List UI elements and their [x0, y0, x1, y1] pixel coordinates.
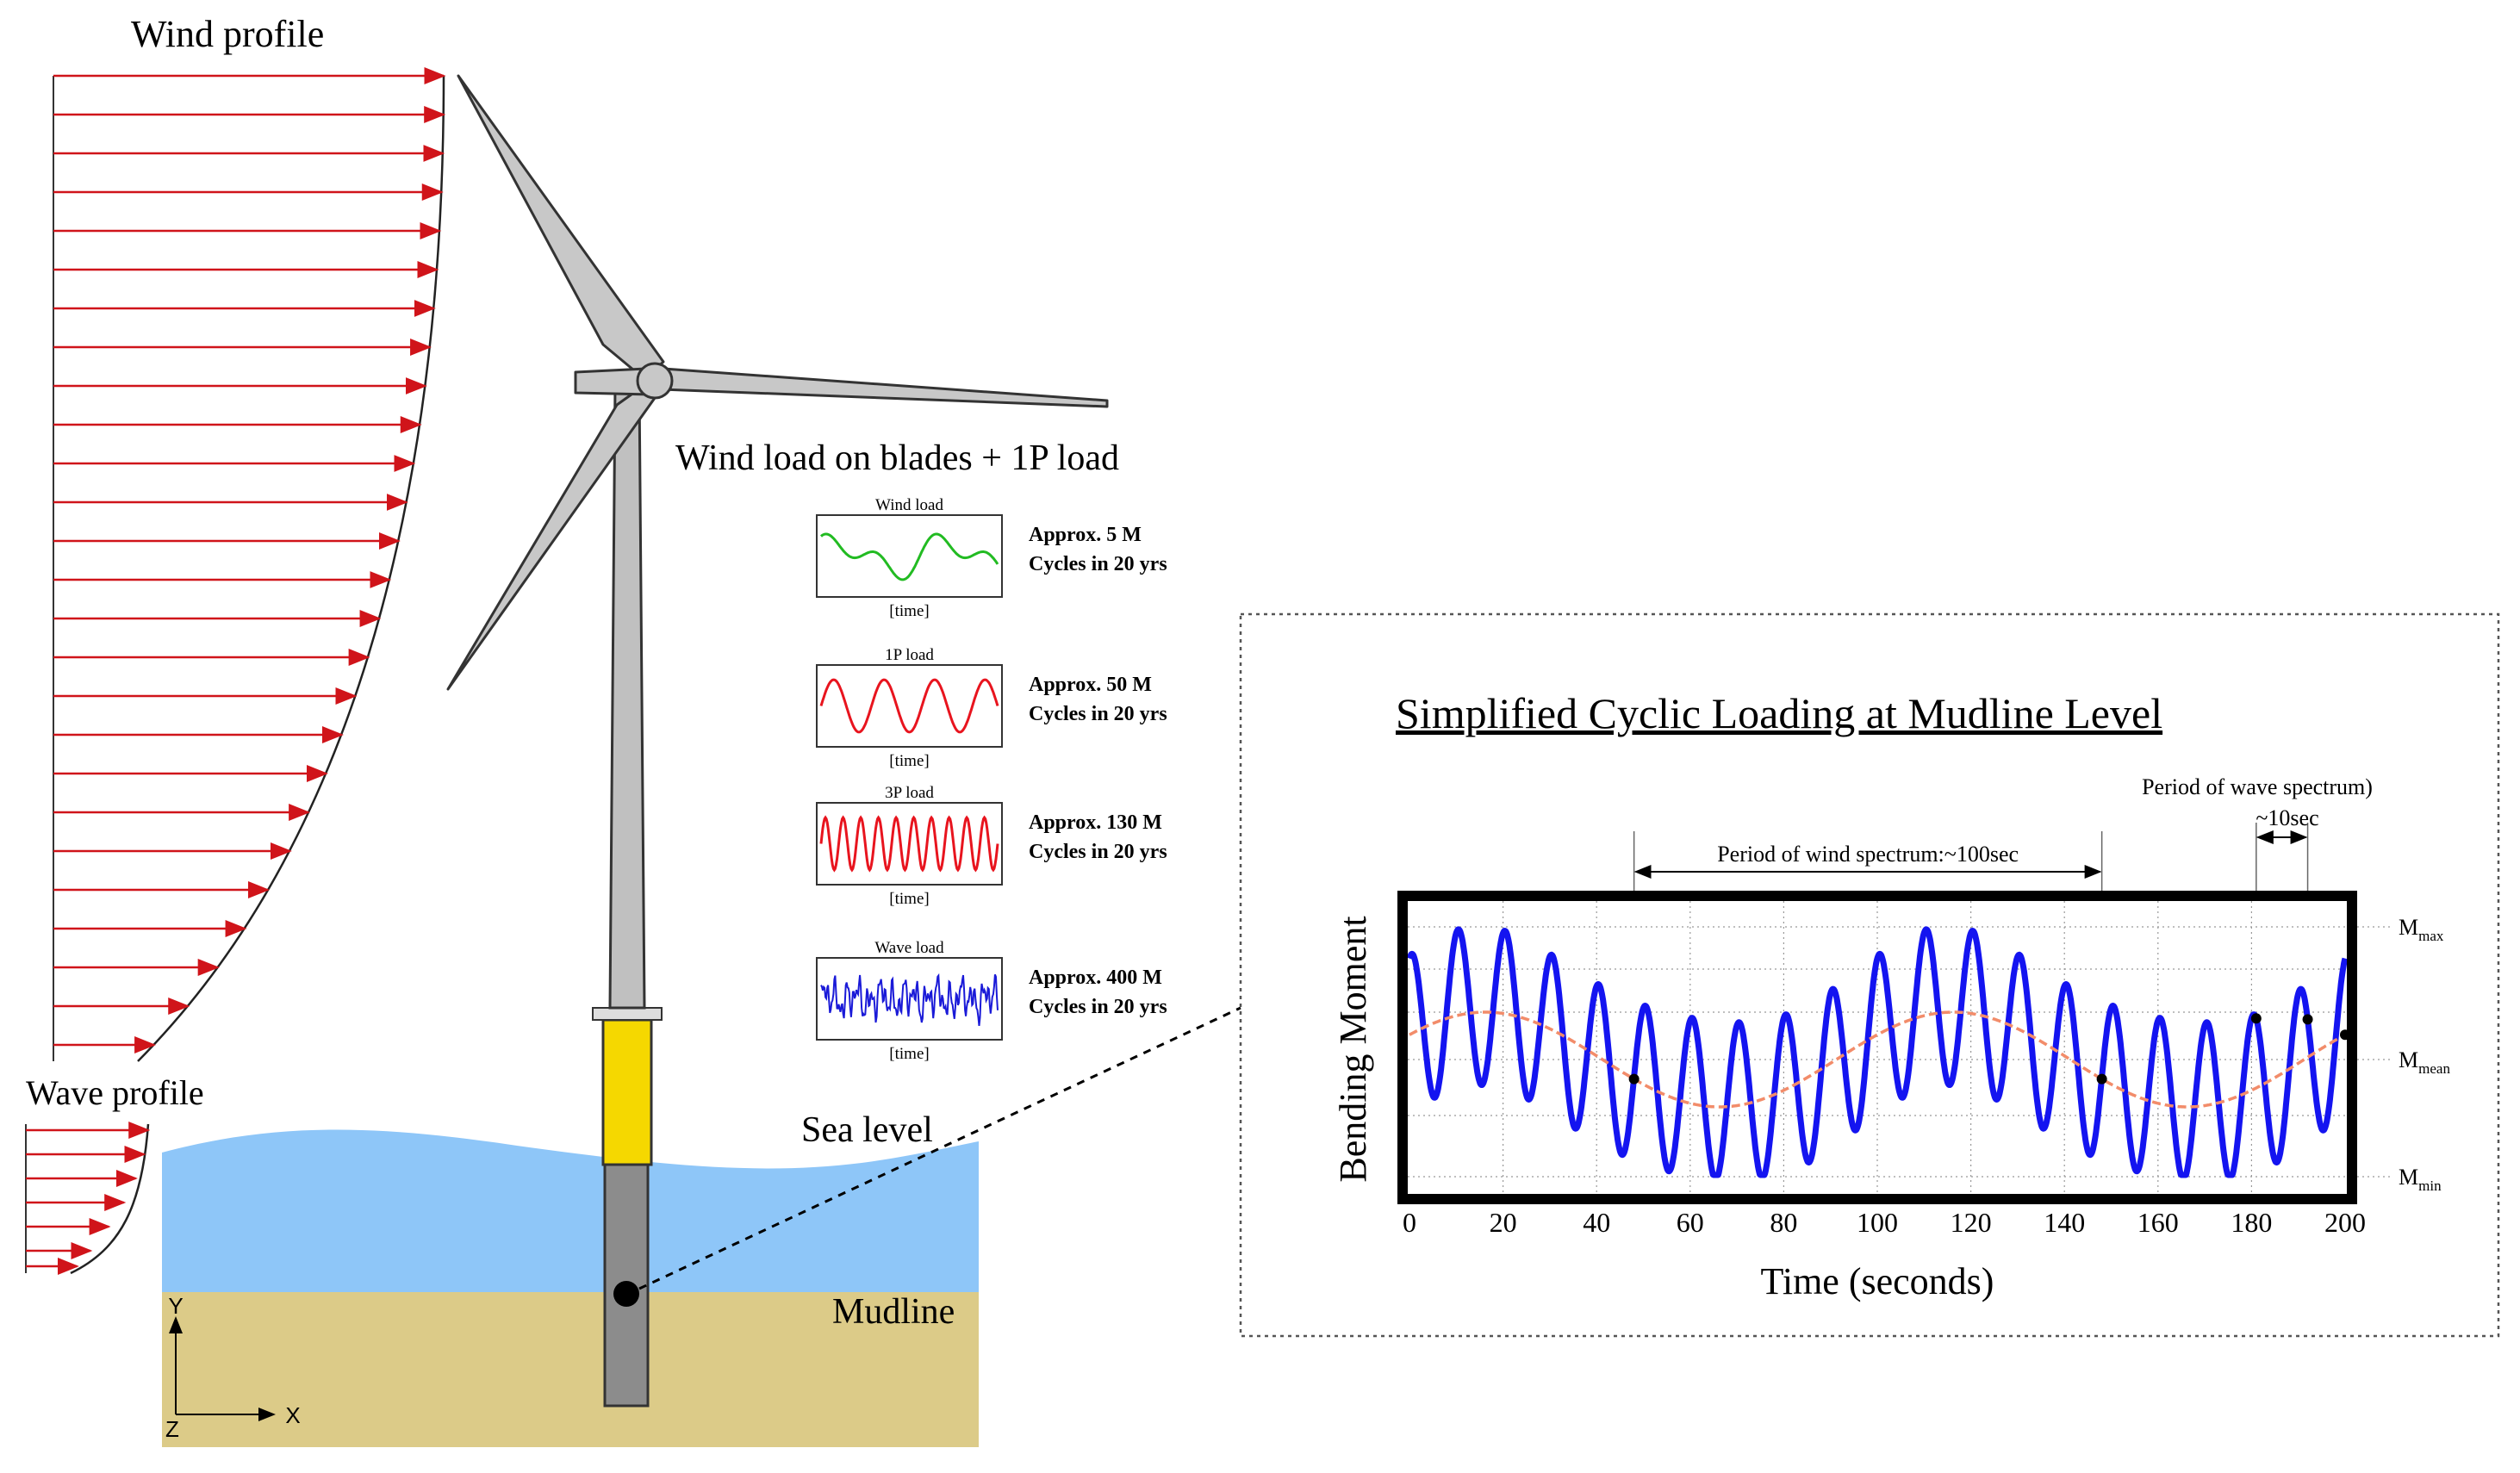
- x-tick-label: 60: [1677, 1207, 1704, 1238]
- mudline-label: Mudline: [832, 1292, 955, 1332]
- load-signal-line: [819, 815, 999, 873]
- rotor: [446, 74, 1109, 691]
- load-panels: Wind load [time] Approx. 5 M Cycles in 20 y…: [816, 496, 1167, 1063]
- load-signal-line: [820, 973, 999, 1027]
- axis-y-label: Y: [168, 1293, 183, 1319]
- load-signal-line: [819, 532, 999, 581]
- zoom-frame: [1239, 612, 2500, 1338]
- coordinate-axes: [169, 1316, 276, 1421]
- load-panel-period: Cycles in 20 yrs: [1029, 996, 1167, 1018]
- mudline-point: [613, 1281, 639, 1307]
- x-tick-label: 20: [1490, 1207, 1517, 1238]
- load-panel-period: Cycles in 20 yrs: [1029, 703, 1167, 725]
- x-tick-label: 40: [1583, 1207, 1610, 1238]
- load-panel-cycles: Approx. 50 M: [1029, 674, 1152, 696]
- wave-profile-title: Wave profile: [26, 1073, 204, 1112]
- sea-water: [162, 1129, 979, 1292]
- seabed: [162, 1292, 979, 1447]
- x-tick-label: 80: [1770, 1207, 1797, 1238]
- x-tick-label: 180: [2231, 1207, 2272, 1238]
- wave-period-value: ~10sec: [2256, 805, 2318, 830]
- load-signal-line: [819, 678, 999, 734]
- blade-right: [660, 367, 1109, 408]
- chart-title: Simplified Cyclic Loading at Mudline Lev…: [1396, 689, 2162, 737]
- marked-point: [2250, 1013, 2262, 1024]
- bending-moment-chart: Period of wind spectrum:~100sec Period of…: [1332, 774, 2450, 1302]
- x-axis-label: Time (seconds): [1761, 1260, 1994, 1302]
- blade-load-title: Wind load on blades + 1P load: [675, 438, 1119, 478]
- hub: [636, 362, 674, 400]
- wind-profile-curve: [137, 75, 445, 1062]
- marked-point: [1628, 1073, 1640, 1085]
- x-tick-label: 120: [1951, 1207, 1992, 1238]
- blade-top: [457, 74, 665, 381]
- load-panel-title: 3P load: [885, 784, 934, 802]
- load-panel-period: Cycles in 20 yrs: [1029, 553, 1167, 575]
- transition-piece: [601, 1018, 653, 1166]
- load-panel-cycles: Approx. 400 M: [1029, 966, 1162, 989]
- x-tick-label: 140: [2044, 1207, 2085, 1238]
- axis-x-label: X: [285, 1402, 300, 1428]
- wind-profile-title: Wind profile: [131, 13, 324, 55]
- sea-level-label: Sea level: [801, 1110, 933, 1150]
- y-axis-label: Bending Moment: [1332, 916, 1374, 1182]
- load-panel-time-label: [time]: [889, 602, 929, 620]
- load-panel-title: 1P load: [885, 646, 934, 664]
- axis-z-label: Z: [165, 1416, 179, 1442]
- wind-period-label: Period of wind spectrum:~100sec: [1717, 842, 2019, 867]
- load-panel-time-label: [time]: [889, 752, 929, 770]
- level-label-mean: Mmean: [2399, 1047, 2450, 1077]
- level-label-min: Mmin: [2399, 1165, 2442, 1194]
- level-label-max: Mmax: [2399, 915, 2444, 944]
- tower: [608, 384, 646, 1010]
- marked-point: [2302, 1014, 2313, 1025]
- x-tick-label: 200: [2324, 1207, 2366, 1238]
- x-tick-label: 100: [1857, 1207, 1898, 1238]
- wind-profile-arrows: [53, 67, 446, 1053]
- load-panel-box: [816, 664, 1003, 748]
- load-panel-time-label: [time]: [889, 890, 929, 908]
- wave-profile-arrows: [26, 1122, 151, 1275]
- load-panel-title: Wave load: [874, 939, 944, 957]
- load-panel-time-label: [time]: [889, 1045, 929, 1063]
- load-panel-cycles: Approx. 130 M: [1029, 811, 1162, 834]
- load-panel-title: Wind load: [875, 496, 943, 514]
- chart-frame: [1397, 891, 2357, 1204]
- bending-moment-line: [1406, 926, 2349, 1178]
- tower-flange: [592, 1007, 663, 1021]
- load-panel-cycles: Approx. 5 M: [1029, 524, 1142, 546]
- x-tick-label: 0: [1403, 1207, 1416, 1238]
- wave-period-label: Period of wave spectrum): [2142, 774, 2373, 799]
- x-tick-label: 160: [2137, 1207, 2179, 1238]
- marked-point: [2096, 1073, 2107, 1085]
- load-panel-period: Cycles in 20 yrs: [1029, 841, 1167, 863]
